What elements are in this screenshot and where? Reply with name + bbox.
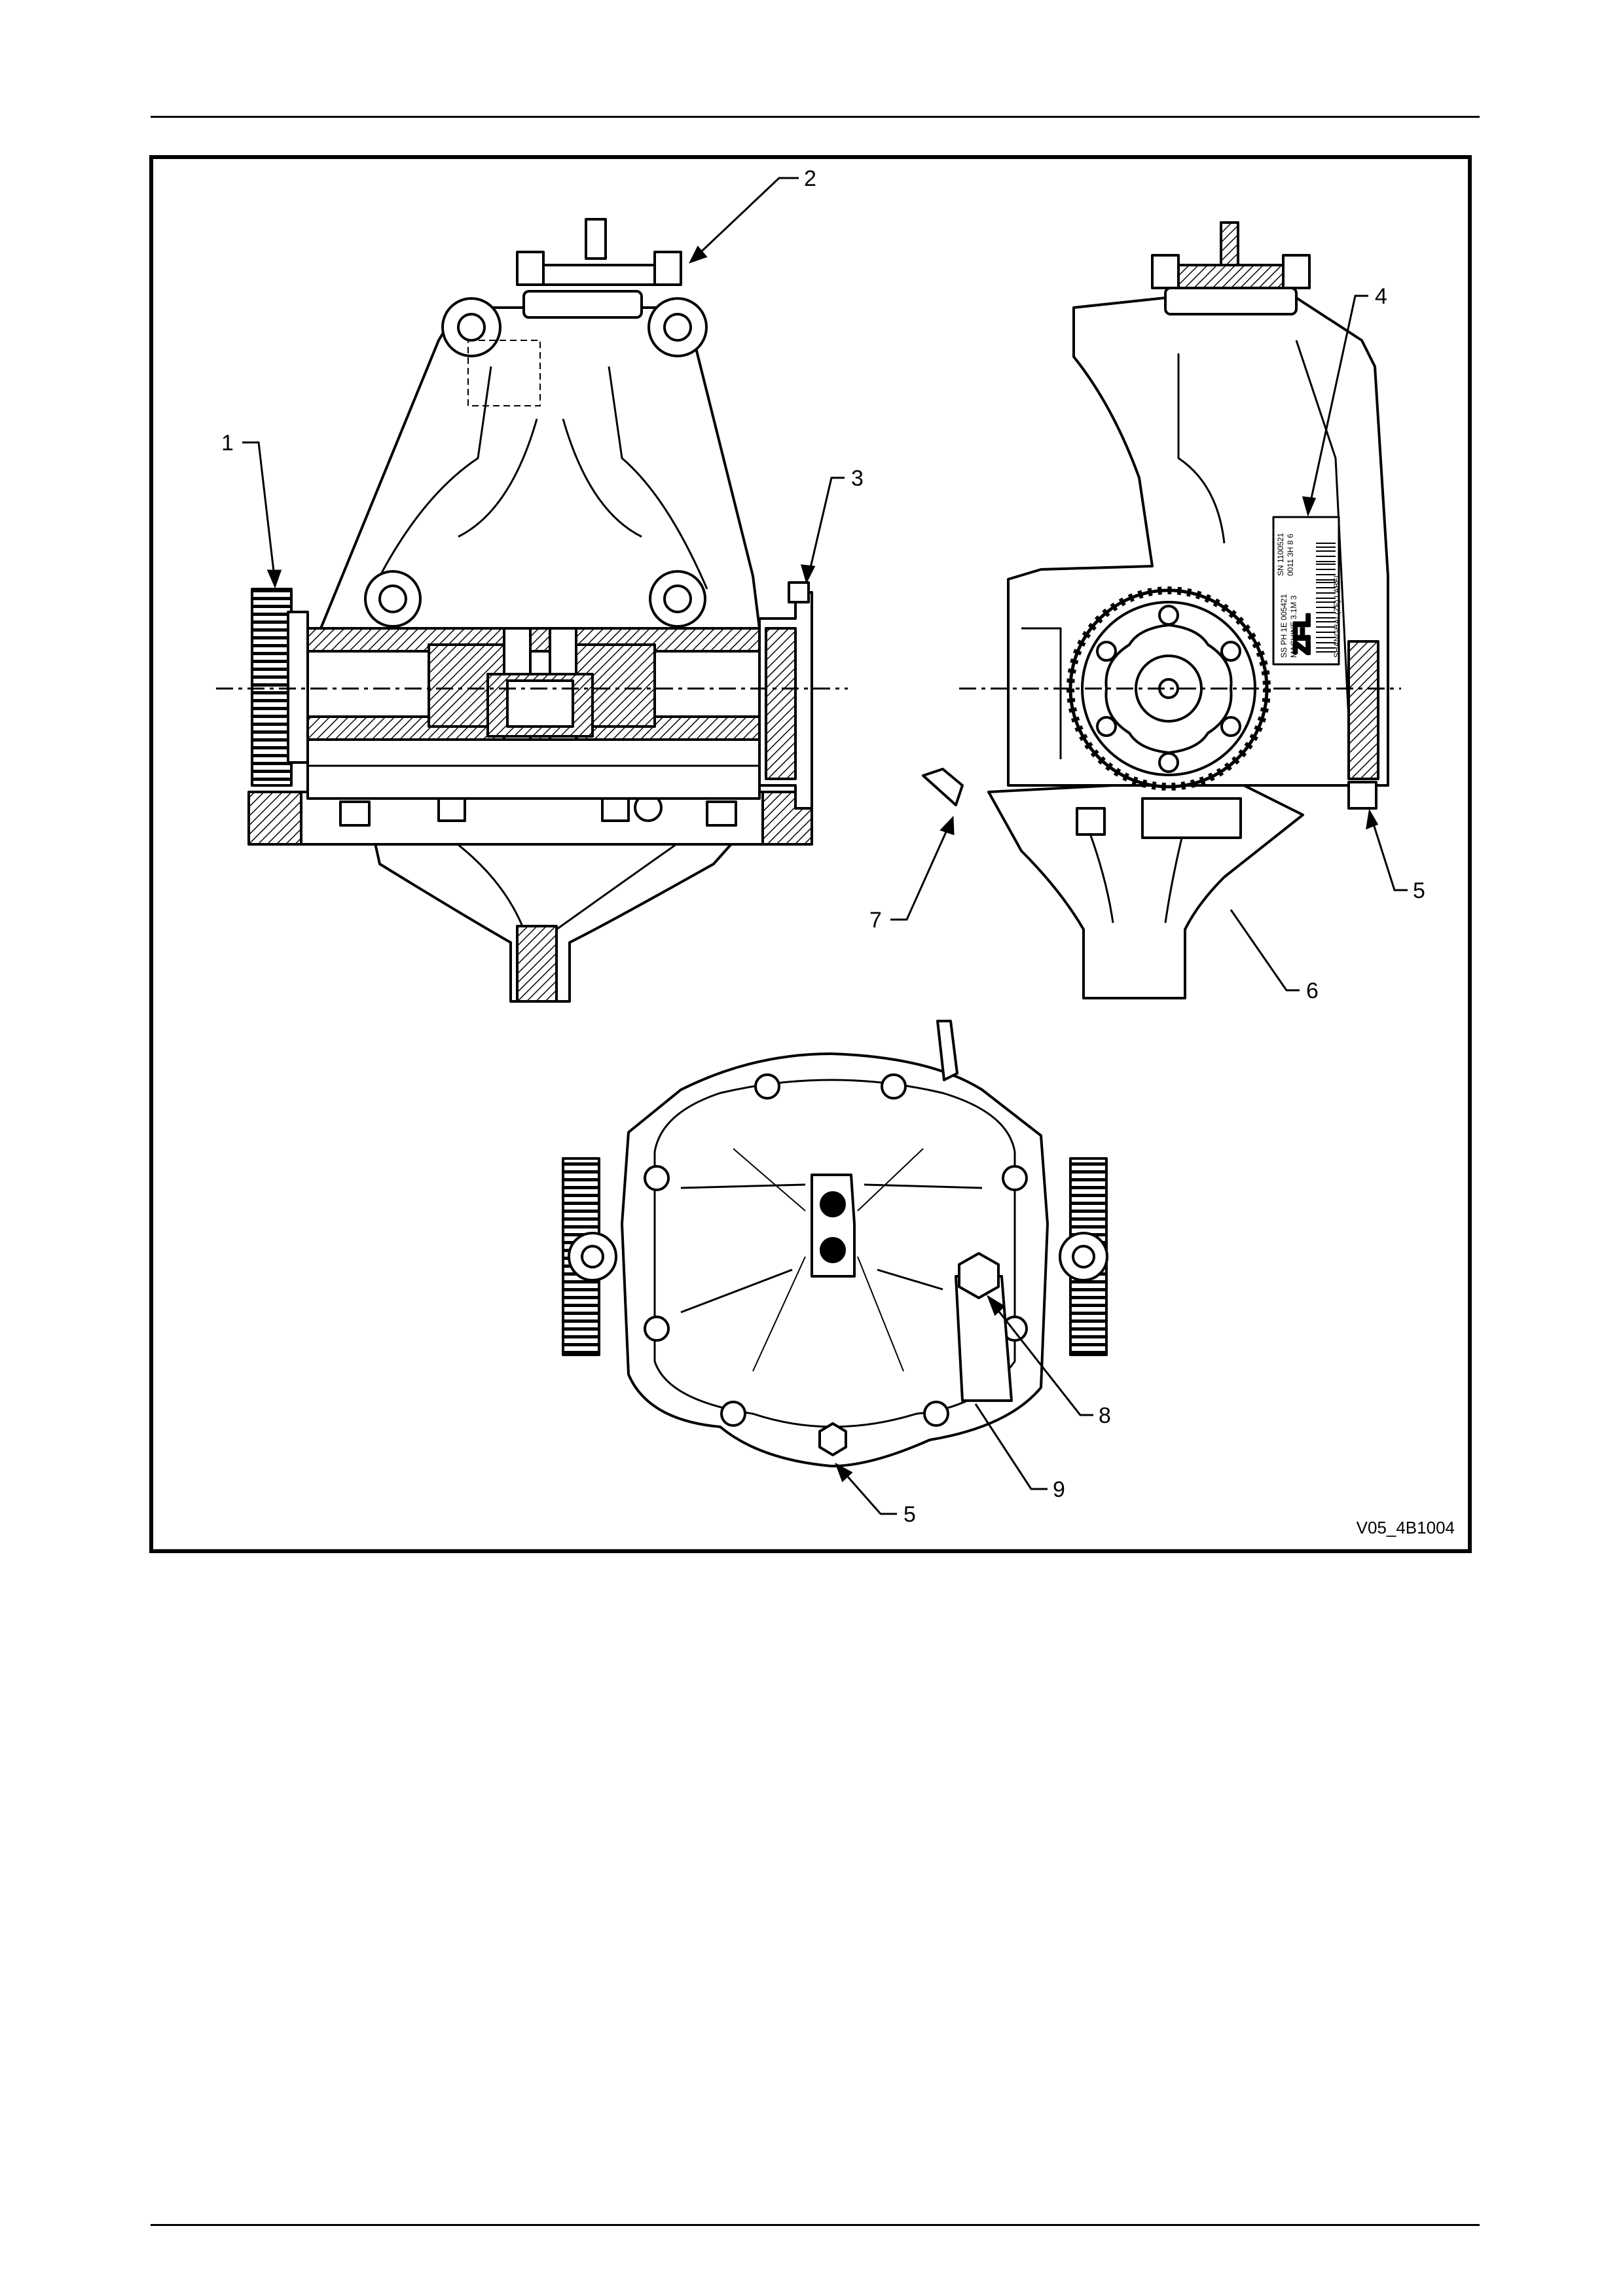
callout-4: 4: [1375, 284, 1387, 309]
callout-2: 2: [804, 166, 816, 191]
callout-5-side: 5: [1413, 878, 1425, 903]
callout-8: 8: [1099, 1403, 1111, 1428]
label-line-1: SHANGHAI (ZF) LABEL: [1332, 573, 1341, 658]
label-line-5: 0011 3H 8 6: [1286, 533, 1295, 576]
front-view: [249, 219, 812, 1001]
label-line-3: MACHINE 3.1M 3: [1289, 595, 1298, 658]
label-line-4: SN 1100521: [1276, 533, 1285, 576]
label-line-2: SS PH 1E 005421: [1279, 594, 1288, 658]
callout-9: 9: [1053, 1477, 1065, 1502]
callout-6: 6: [1306, 978, 1319, 1003]
callout-3: 3: [851, 466, 864, 491]
side-view: ZFL SHANGHAI (ZF) LABEL SS PH 1E 005421 …: [923, 223, 1388, 998]
callout-7: 7: [869, 908, 882, 933]
footer-rule: [151, 2224, 1480, 2226]
rear-view: [563, 1021, 1107, 1466]
callout-1: 1: [221, 431, 234, 456]
figure-code: V05_4B1004: [1357, 1518, 1455, 1537]
type-label: ZFL SHANGHAI (ZF) LABEL SS PH 1E 005421 …: [1273, 517, 1341, 664]
callout-5-rear: 5: [903, 1502, 916, 1527]
